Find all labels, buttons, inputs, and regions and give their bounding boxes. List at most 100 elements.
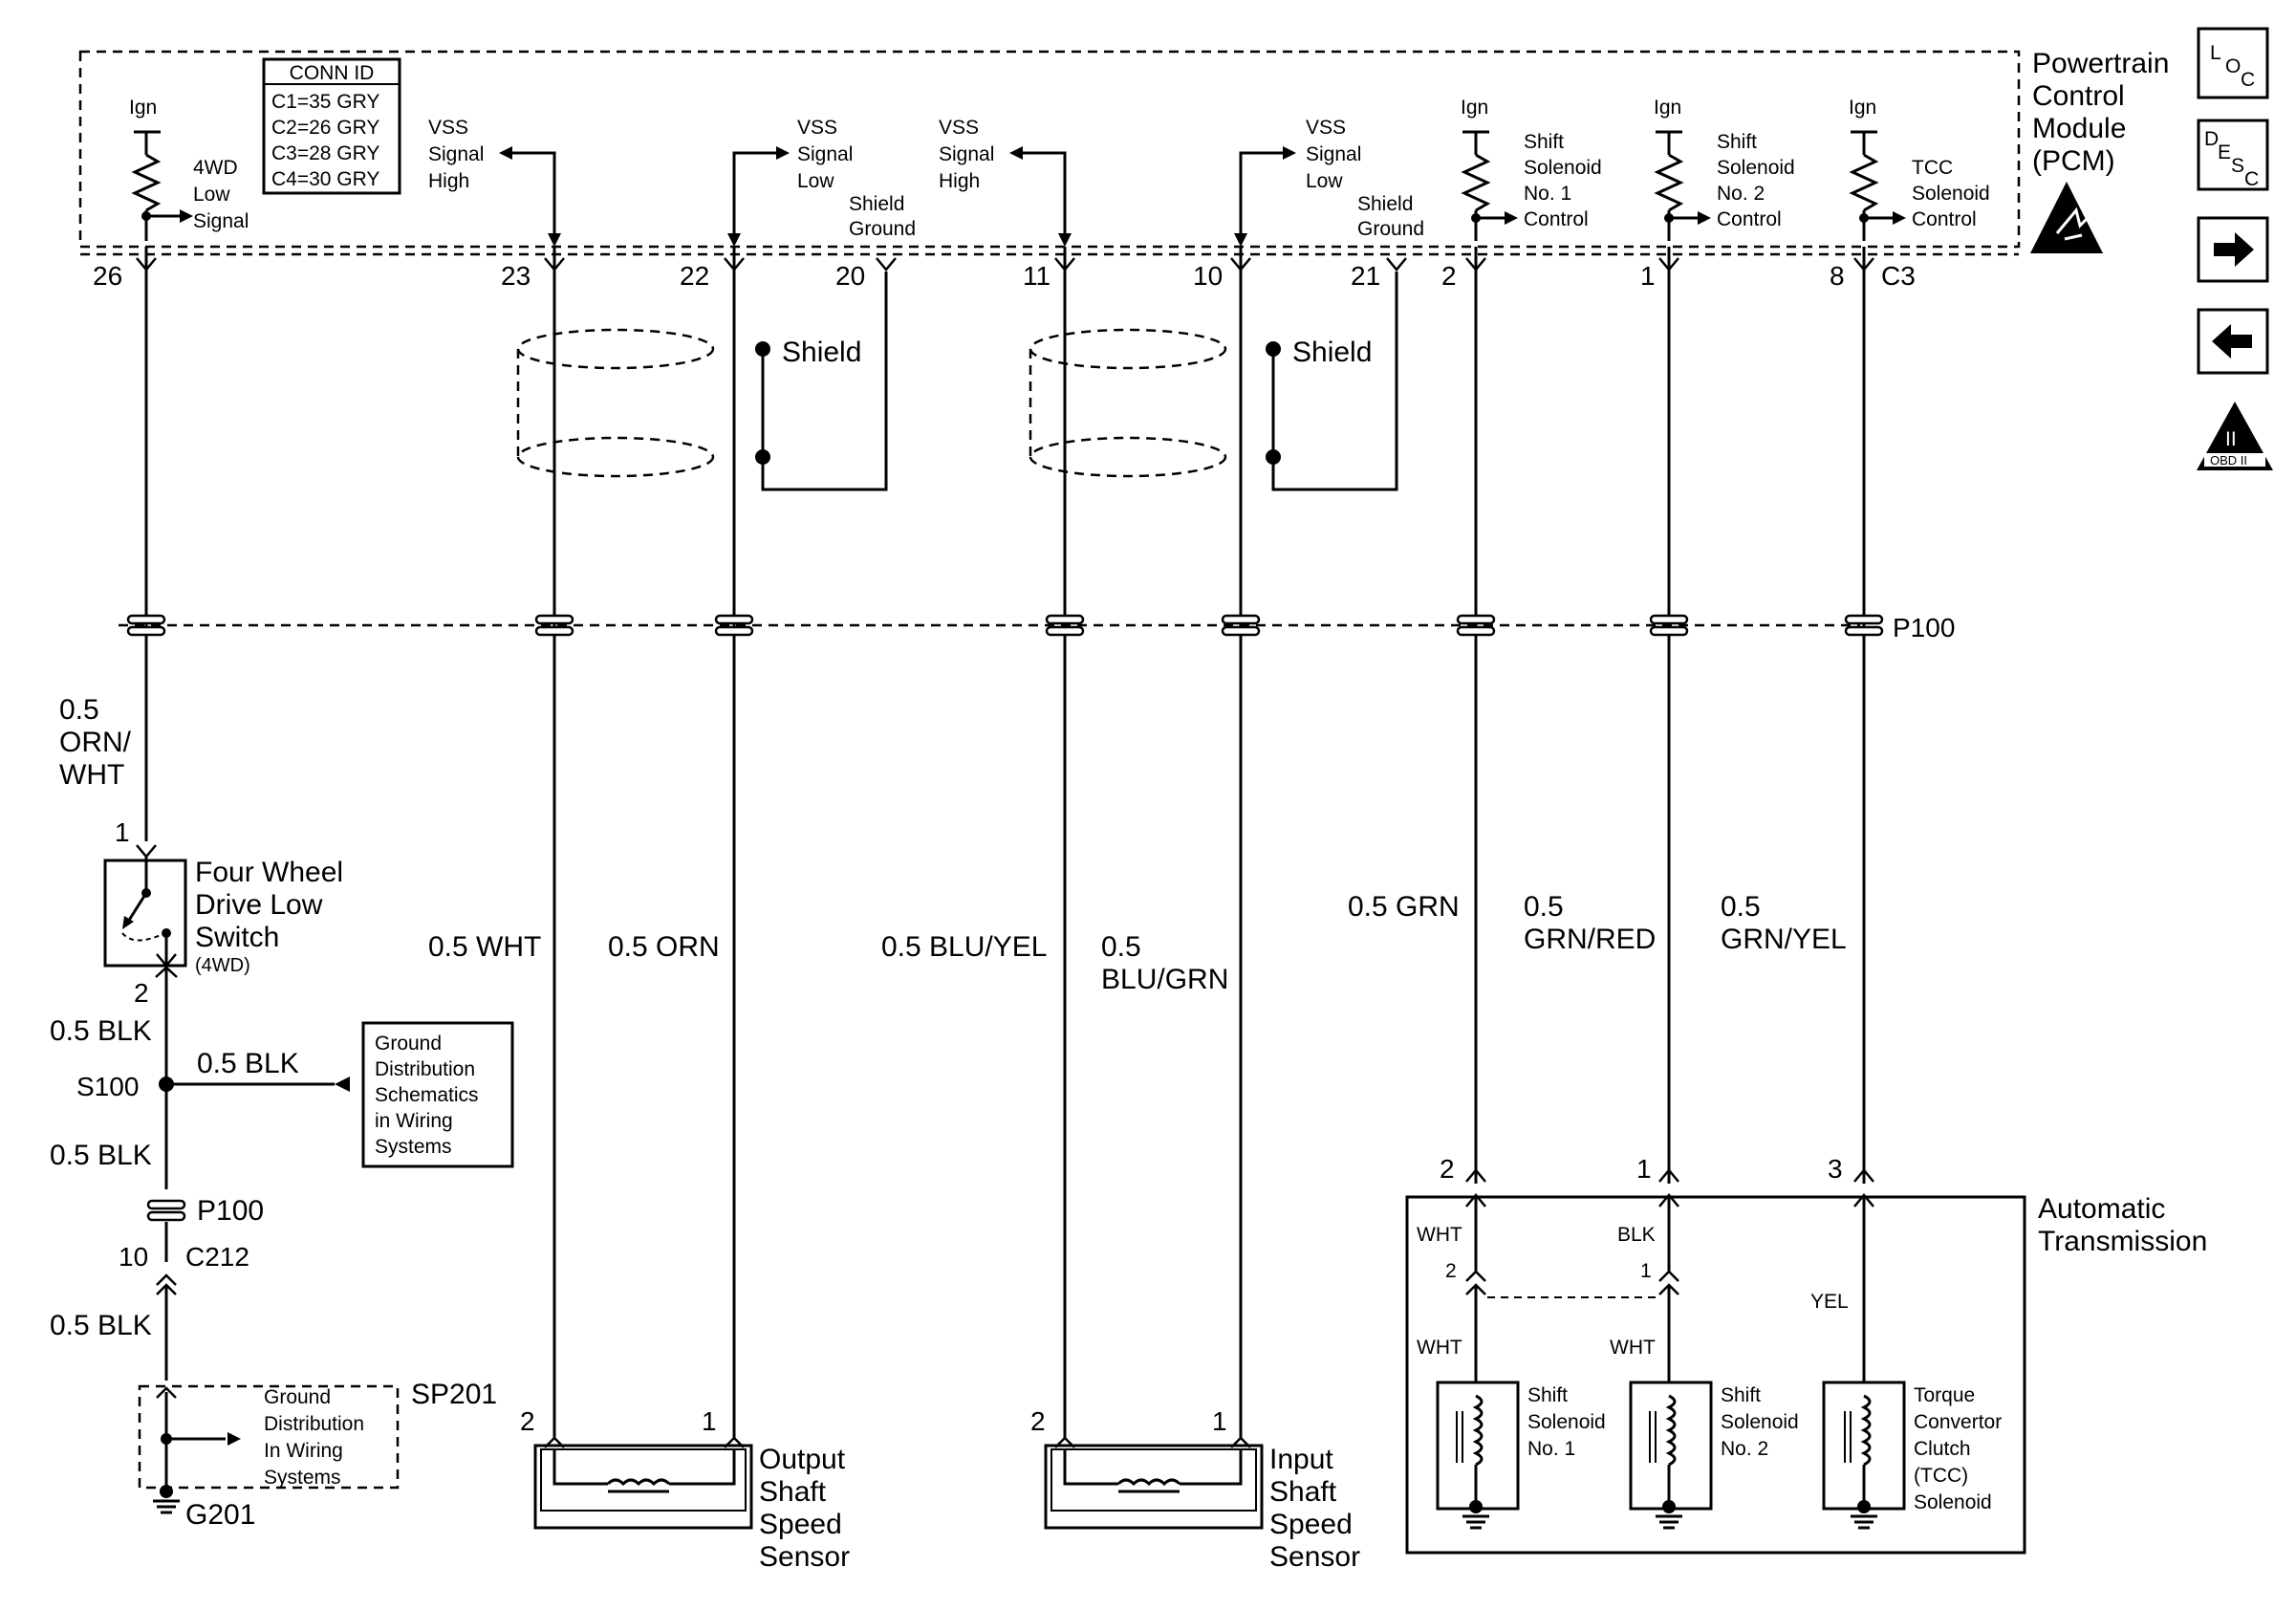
- wire-label-grn: 0.5 GRN: [1348, 891, 1460, 923]
- gnd-ref-3: Schematics: [375, 1084, 479, 1106]
- ign-label-3: Ign: [1654, 97, 1681, 119]
- obd-ii-button[interactable]: II OBD II: [2197, 402, 2273, 470]
- pin-2: 2: [1441, 261, 1457, 291]
- loc-icon-c: C: [2241, 69, 2255, 91]
- vss-in-low-label-2: Signal: [1306, 143, 1361, 165]
- pcm-title-1: Powertrain: [2032, 48, 2169, 79]
- wire-color-labels: 0.5 ORN/ WHT 0.5 WHT 0.5 ORN 0.5 BLU/YEL…: [59, 694, 1847, 995]
- p100-ground-label: P100: [197, 1195, 264, 1227]
- ground-circuit: 0.5 BLK S100 0.5 BLK Ground Distribution…: [50, 966, 514, 1531]
- arrow-right-icon: [2214, 232, 2254, 267]
- next-page-button[interactable]: [2197, 216, 2269, 283]
- vss-low-label-1: VSS: [797, 117, 837, 139]
- ss1-ctrl-label-2: Solenoid: [1524, 157, 1602, 179]
- shield-ground2-label-2: Ground: [1357, 218, 1424, 240]
- pcm-title-2: Control: [2032, 80, 2125, 112]
- wire-label-blk-3: 0.5 BLK: [50, 1140, 152, 1171]
- trans-inner-pin-1: 1: [1640, 1260, 1652, 1282]
- sp201-ref-4: Systems: [264, 1467, 341, 1489]
- pin-8: 8: [1830, 261, 1845, 291]
- wire-label-blk-2: 0.5 BLK: [197, 1048, 299, 1079]
- description-button[interactable]: D E S C: [2197, 119, 2269, 191]
- pcm-module: Powertrain Control Module (PCM) CONN ID …: [78, 48, 2169, 256]
- vss-low-label-2: Signal: [797, 143, 853, 165]
- ign-label: Ign: [129, 97, 157, 119]
- shield-ground-label-1: Shield: [849, 193, 904, 215]
- tcc-ctrl-label-1: TCC: [1912, 157, 1953, 179]
- desc-icon-c: C: [2244, 168, 2259, 190]
- arrow-left-icon: [2212, 324, 2252, 359]
- c3-connector-pins: 26 23 22 20 11 10 21 2 1 8 C3: [93, 257, 1916, 291]
- pin-22: 22: [680, 261, 709, 291]
- ign-label-4: Ign: [1849, 97, 1876, 119]
- pin-1: 1: [1640, 261, 1656, 291]
- vss-in-high-label-3: High: [939, 170, 980, 192]
- trans-pin-3: 3: [1828, 1154, 1843, 1184]
- wire-runs: [144, 247, 1866, 1439]
- trans-pin-2: 2: [1440, 1154, 1455, 1184]
- tcc-ctrl-label-3: Control: [1912, 208, 1977, 230]
- shift-solenoid-1: Shift Solenoid No. 1: [1436, 1381, 1606, 1530]
- wire-label-grn-red-1: 0.5: [1524, 891, 1564, 923]
- ss1-ctrl-label-3: No. 1: [1524, 183, 1571, 205]
- vss-high-label-2: Signal: [428, 143, 484, 165]
- switch-label-1: Four Wheel: [195, 857, 343, 888]
- 4wd-signal-label-1: 4WD: [193, 157, 238, 179]
- trans-inner-pin-2: 2: [1445, 1260, 1457, 1282]
- shield-output-sensor: Shield: [516, 328, 861, 478]
- trans-pin-1: 1: [1636, 1154, 1652, 1184]
- oss-label-4: Sensor: [759, 1541, 850, 1573]
- switch-label-2: Drive Low: [195, 889, 323, 921]
- ss2-label-2: Solenoid: [1721, 1411, 1799, 1433]
- shield-input-sensor: Shield: [1029, 328, 1372, 478]
- vss-in-low-label-3: Low: [1306, 170, 1343, 192]
- p100-label: P100: [1893, 613, 1955, 642]
- c212-label: C212: [185, 1242, 249, 1272]
- 4wd-signal-label-2: Low: [193, 184, 230, 206]
- oss-pin-1: 1: [702, 1406, 717, 1436]
- pcm-vss-output-high: VSS Signal High: [428, 117, 561, 247]
- tcc-label-2: Convertor: [1914, 1411, 2002, 1433]
- desc-icon-d: D: [2204, 128, 2219, 150]
- gnd-ref-4: in Wiring: [375, 1110, 453, 1132]
- vss-in-high-label-1: VSS: [939, 117, 979, 139]
- conn-id-c3: C3=28 GRY: [271, 142, 379, 164]
- g201-label: G201: [185, 1499, 255, 1531]
- ss2-ctrl-label-3: No. 2: [1717, 183, 1765, 205]
- ss2-ctrl-label-2: Solenoid: [1717, 157, 1795, 179]
- loc-icon-o: O: [2225, 55, 2241, 77]
- connector-c3: C3: [1881, 261, 1916, 291]
- ss2-label-1: Shift: [1721, 1384, 1761, 1406]
- iss-pin-2: 2: [1030, 1406, 1046, 1436]
- pin-26: 26: [93, 261, 122, 291]
- wire-shield-ground-2: [1271, 272, 1398, 491]
- ss2-label-3: No. 2: [1721, 1438, 1768, 1460]
- location-button[interactable]: L O C: [2197, 27, 2269, 99]
- wire-label-wht: 0.5 WHT: [428, 931, 541, 963]
- desc-icon-e: E: [2218, 141, 2231, 163]
- pcm-4wd-input: Ign 4WD Low Signal: [129, 97, 249, 241]
- gnd-ref-5: Systems: [375, 1136, 452, 1158]
- ign-label-2: Ign: [1461, 97, 1488, 119]
- oss-pin-2: 2: [520, 1406, 535, 1436]
- obd-icon-ii: II: [2225, 428, 2237, 450]
- c212-pin: 10: [119, 1242, 148, 1272]
- ss1-label-3: No. 1: [1527, 1438, 1575, 1460]
- vss-in-high-label-2: Signal: [939, 143, 994, 165]
- sp201-ref-1: Ground: [264, 1386, 331, 1408]
- wire-label-blk-4: 0.5 BLK: [50, 1310, 152, 1341]
- conn-id-box: CONN ID C1=35 GRY C2=26 GRY C3=28 GRY C4…: [262, 57, 401, 195]
- oss-label-2: Shaft: [759, 1476, 827, 1508]
- pcm-boundary: [78, 50, 2021, 249]
- wire-label-orn: 0.5 ORN: [608, 931, 720, 963]
- iss-pin-1: 1: [1212, 1406, 1227, 1436]
- gnd-ref-1: Ground: [375, 1033, 442, 1055]
- trans-label-2: Transmission: [2038, 1226, 2207, 1257]
- input-shaft-speed-sensor: 2 1 Input Shaft Speed Sensor: [1030, 1406, 1360, 1573]
- output-shaft-speed-sensor: 2 1 Output Shaft Speed Sensor: [520, 1406, 850, 1573]
- vss-high-label-1: VSS: [428, 117, 468, 139]
- switch-note: (4WD): [195, 955, 250, 976]
- ss1-ctrl-label-4: Control: [1524, 208, 1589, 230]
- previous-page-button[interactable]: [2197, 308, 2269, 375]
- splice-s100: S100: [76, 1072, 139, 1101]
